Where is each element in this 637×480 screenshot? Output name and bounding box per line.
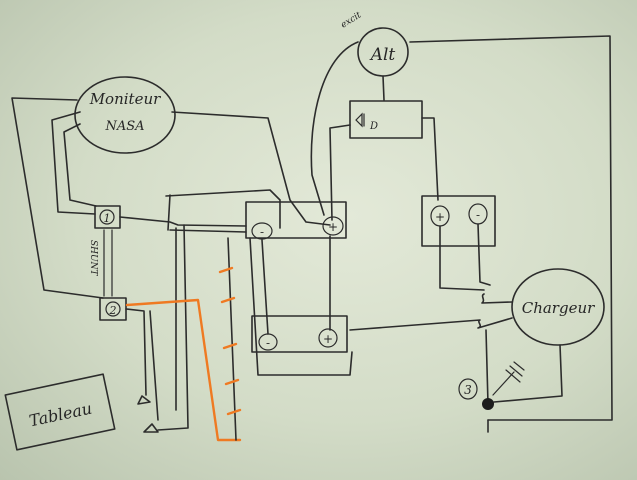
battery-upper-pos: +	[328, 220, 338, 234]
outer-frame-wire	[409, 35, 613, 433]
ground-point: 3	[458, 329, 525, 410]
monitor-label-line2: NASA	[104, 119, 144, 134]
monitor-label-line1: Moniteur	[89, 90, 161, 108]
shunt-label: SHUNT	[88, 240, 98, 276]
shunt-to-battery-wire	[119, 216, 247, 227]
charger: Chargeur	[349, 268, 605, 403]
battery-upper: - +	[245, 201, 347, 240]
battery-lower: - +	[251, 315, 348, 353]
shunt-terminal-2-label: 2	[109, 304, 117, 317]
battery-upper-neg: -	[260, 225, 264, 239]
arrow-down-1	[137, 395, 151, 405]
tableau-label: Tableau	[27, 399, 93, 431]
shunt: 1 SHUNT 2	[88, 205, 127, 321]
monitor-nasa: Moniteur NASA	[74, 76, 176, 154]
monitor-wires	[11, 97, 331, 299]
charger-label: Chargeur	[522, 299, 595, 317]
alternator: Alt excit	[310, 10, 409, 216]
alternator-label: Alt	[369, 45, 396, 65]
tableau-feed-wires	[125, 194, 189, 433]
alt-terminal-neg: -	[476, 208, 480, 222]
ground-number: 3	[464, 383, 472, 397]
ground-node	[482, 398, 494, 410]
alternator-excit-label: excit	[339, 10, 363, 30]
diode-label: D	[369, 121, 378, 132]
fuse-bar	[218, 237, 242, 441]
tableau: Tableau	[4, 373, 116, 451]
shunt-terminal-1-label: 1	[104, 212, 111, 225]
highlighted-accessory-wire	[125, 298, 242, 442]
alt-terminal-pair: + -	[421, 195, 496, 291]
battery-interconnect	[165, 189, 281, 233]
battery-vertical-wires	[249, 235, 353, 376]
diode: D	[329, 100, 439, 221]
arrow-left-1	[143, 423, 159, 433]
battery-lower-pos: +	[323, 332, 333, 346]
alt-terminal-pos: +	[435, 210, 445, 224]
battery-lower-neg: -	[266, 336, 270, 350]
